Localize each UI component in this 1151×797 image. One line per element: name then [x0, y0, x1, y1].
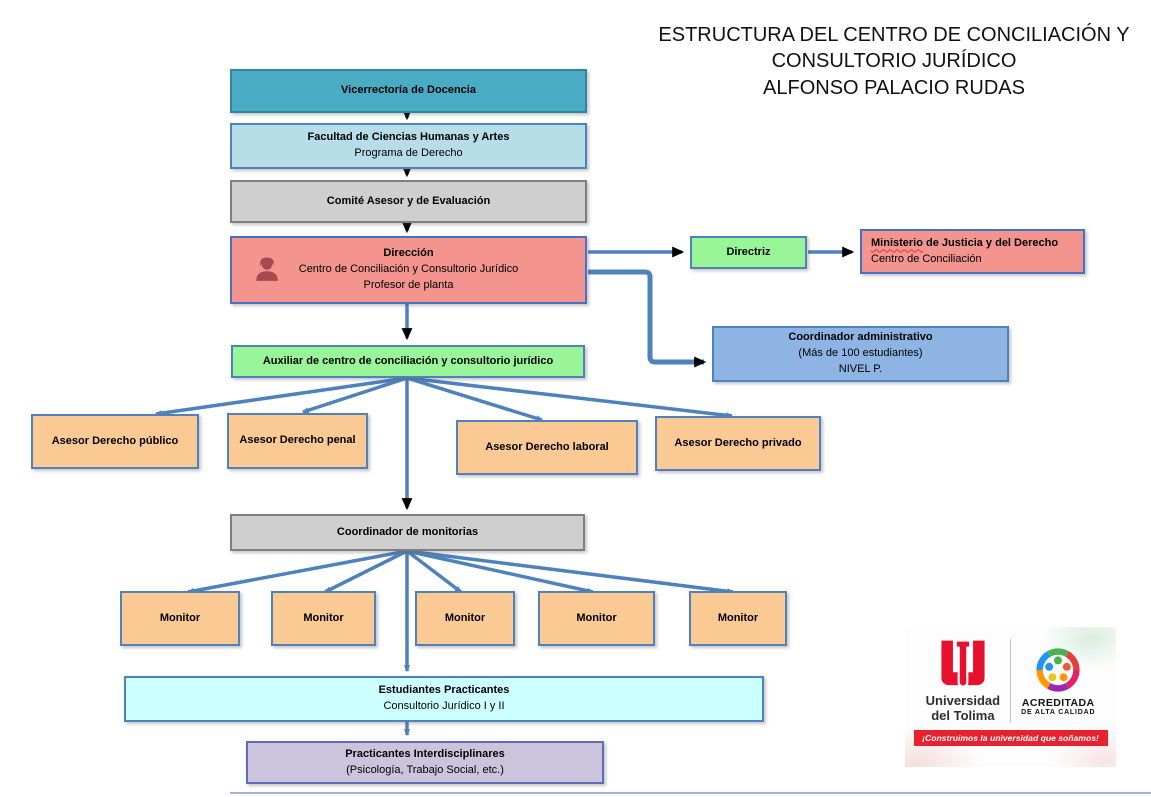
accredited-line2: DE ALTA CALIDAD: [1021, 709, 1096, 717]
arrow-monitorias-monitor-2: [323, 549, 408, 594]
box-asesor-publico-label: Asesor Derecho público: [51, 434, 179, 447]
university-name-line1: Universidad: [925, 693, 1001, 708]
person-icon: [256, 257, 278, 281]
box-comite: Comité Asesor y de Evaluación: [230, 180, 587, 223]
arrow-monitorias-monitor-4: [406, 549, 595, 594]
box-monitor-5: Monitor: [689, 591, 787, 646]
arrow-auxiliar-asesor-laboral: [406, 376, 544, 422]
box-monitor-1: Monitor: [120, 591, 240, 646]
box-practicantes-subtitle: (Psicología, Trabajo Social, etc.): [346, 763, 504, 776]
box-monitor-4: Monitor: [538, 591, 655, 646]
box-vicerrectoria-title: Vicerrectoría de Docencia: [341, 84, 476, 97]
box-asesor-penal-label: Asesor Derecho penal: [239, 434, 356, 447]
box-monitor-3: Monitor: [415, 591, 515, 646]
box-asesor-laboral: Asesor Derecho laboral: [456, 420, 638, 475]
box-direccion: Dirección Centro de Conciliación y Consu…: [230, 236, 587, 304]
bottom-rule: [230, 792, 1151, 794]
box-monitor-1-label: Monitor: [159, 611, 201, 624]
box-monitor-2-label: Monitor: [303, 611, 344, 624]
page-title-line2: CONSULTORIO JURÍDICO: [771, 50, 1017, 73]
box-estudiantes-subtitle: Consultorio Jurídico I y II: [383, 700, 505, 712]
box-facultad-subtitle: Programa de Derecho: [354, 147, 463, 159]
box-coordinador-administrativo-line3: NIVEL P.: [838, 362, 883, 375]
box-estudiantes-title: Estudiantes Practicantes: [378, 684, 510, 697]
box-asesor-penal: Asesor Derecho penal: [227, 413, 368, 469]
arrow-monitorias-monitor-1: [186, 549, 408, 594]
box-asesor-publico: Asesor Derecho público: [31, 414, 199, 469]
box-direccion-line2: Centro de Conciliación y Consultorio Jur…: [298, 263, 519, 276]
box-facultad: Facultad de Ciencias Humanas y Artes Pro…: [230, 123, 587, 169]
box-coordinador-monitorias: Coordinador de monitorias: [230, 514, 585, 551]
box-auxiliar: Auxiliar de centro de conciliación y con…: [231, 345, 585, 378]
box-coordinador-administrativo: Coordinador administrativo (Más de 100 e…: [712, 326, 1009, 382]
box-comite-title: Comité Asesor y de Evaluación: [326, 194, 491, 207]
box-auxiliar-title: Auxiliar de centro de conciliación y con…: [262, 354, 554, 367]
box-directriz-title: Directriz: [726, 245, 771, 258]
box-estudiantes: Estudiantes Practicantes Consultorio Jur…: [124, 676, 764, 722]
university-slogan-banner: ¡Construimos la universidad que soñamos!: [913, 729, 1108, 746]
page-title-line3: ALFONSO PALACIO RUDAS: [763, 76, 1025, 99]
arrow-auxiliar-asesor-penal: [301, 376, 408, 414]
box-monitor-3-label: Monitor: [444, 611, 486, 624]
box-coordinador-administrativo-line2: (Más de 100 estudiantes): [798, 347, 923, 360]
box-asesor-privado-label: Asesor Derecho privado: [674, 436, 802, 449]
box-directriz: Directriz: [690, 236, 807, 269]
logo-divider: [1010, 639, 1012, 724]
box-ministerio-title-word: Ministerio: [871, 236, 923, 249]
box-ministerio-title: Ministerio de Justicia y del Derecho: [871, 236, 1058, 252]
accreditation-block: ACREDITADA DE ALTA CALIDAD: [1021, 646, 1095, 716]
arrow-auxiliar-asesor-publico: [154, 376, 408, 417]
box-practicantes: Practicantes Interdisciplinares (Psicolo…: [246, 741, 604, 784]
page-title: ESTRUCTURA DEL CENTRO DE CONCILIACIÓN Y …: [638, 22, 1150, 101]
ut-logo-block: Universidad del Tolima: [926, 639, 1000, 724]
box-coordinador-administrativo-title: Coordinador administrativo: [788, 331, 933, 344]
box-monitor-4-label: Monitor: [576, 611, 617, 624]
box-vicerrectoria: Vicerrectoría de Docencia: [230, 69, 587, 113]
page-title-line1: ESTRUCTURA DEL CENTRO DE CONCILIACIÓN Y: [658, 24, 1130, 46]
box-ministerio-title-rest: de Justicia y del Derecho: [922, 236, 1059, 249]
ut-logo-icon: [941, 639, 985, 688]
arrow-monitorias-monitor-5: [406, 549, 735, 595]
arrow-auxiliar-asesor-privado: [406, 376, 734, 419]
arrow-direccion-coordinador-administrativo: [588, 269, 707, 368]
box-monitor-2: Monitor: [271, 591, 376, 646]
box-direccion-title: Dirección: [383, 247, 434, 260]
box-ministerio-subtitle: Centro de Conciliación: [871, 252, 982, 265]
box-asesor-privado: Asesor Derecho privado: [655, 416, 821, 471]
box-practicantes-title: Practicantes Interdisciplinares: [345, 747, 505, 760]
university-name-line2: del Tolima: [931, 707, 995, 723]
arrow-monitorias-monitor-3: [405, 549, 463, 594]
accredited-line1: ACREDITADA: [1021, 697, 1095, 710]
box-direccion-line3: Profesor de planta: [363, 278, 454, 291]
accreditation-seal-icon: [1036, 648, 1080, 693]
box-ministerio: Ministerio de Justicia y del Derecho Cen…: [860, 229, 1085, 274]
box-monitor-5-label: Monitor: [717, 611, 759, 624]
box-coordinador-monitorias-title: Coordinador de monitorias: [336, 525, 479, 538]
box-asesor-laboral-label: Asesor Derecho laboral: [485, 440, 609, 453]
box-facultad-title: Facultad de Ciencias Humanas y Artes: [307, 131, 510, 144]
university-logo-panel: Universidad del Tolima: [905, 627, 1116, 767]
